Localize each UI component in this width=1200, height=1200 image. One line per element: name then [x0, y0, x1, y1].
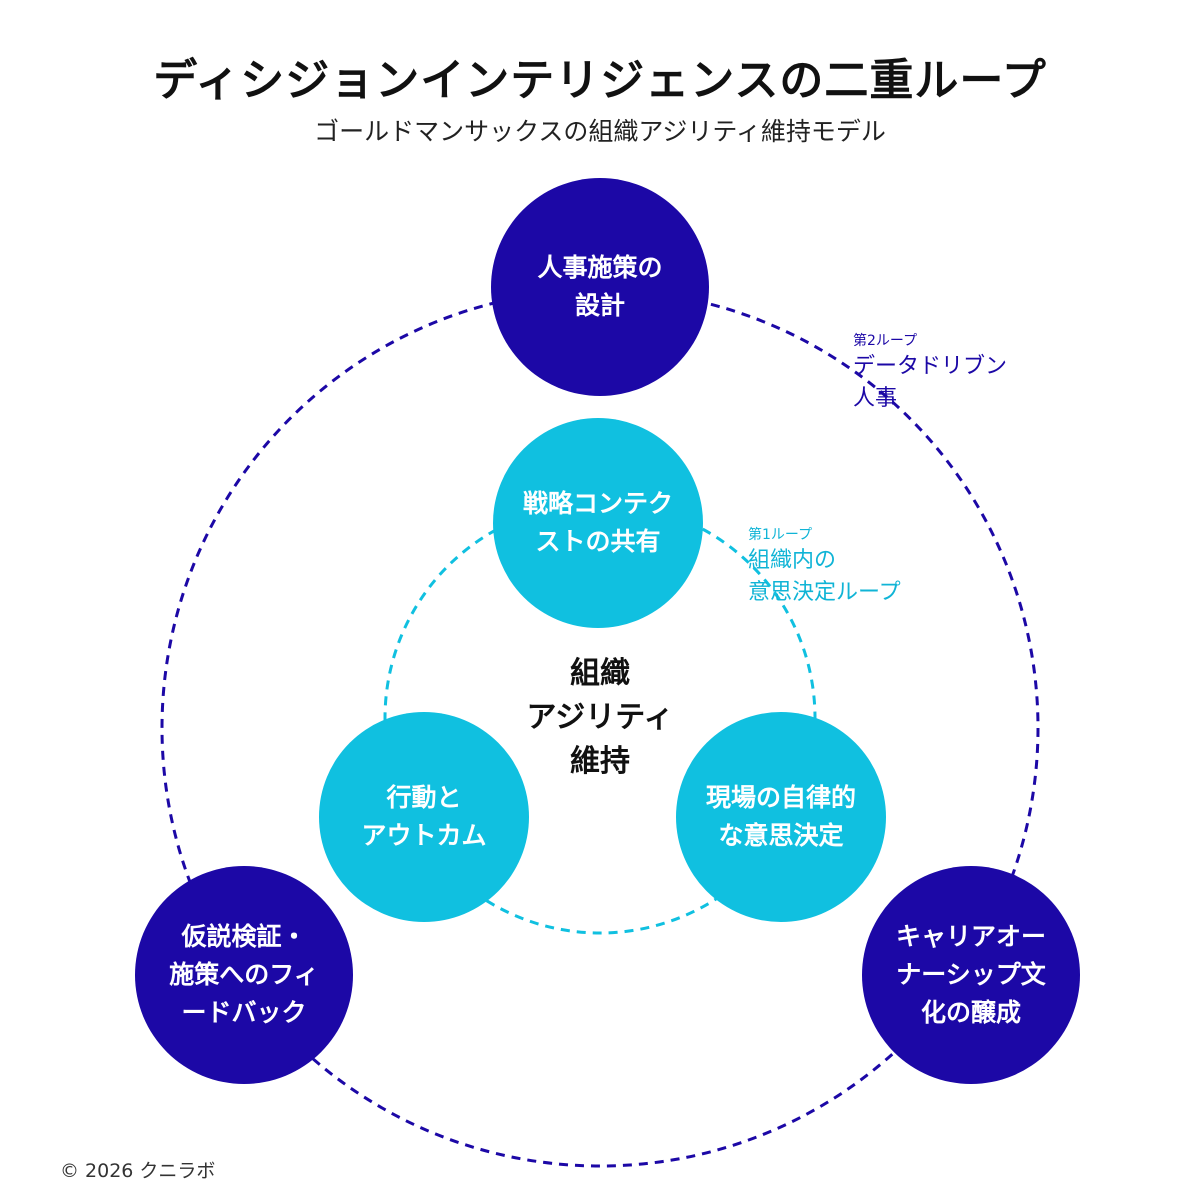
center-label: 組織 アジリティ 維持	[500, 652, 700, 784]
node-label-line: アウトカム	[361, 821, 487, 850]
node-label-line: ナーシップ文	[896, 960, 1046, 989]
node-label-line: 現場の自律的	[705, 783, 856, 812]
node-label-line: 戦略コンテク	[522, 489, 673, 518]
outer-loop-label: 第2ループ データドリブン 人事	[853, 331, 1007, 415]
copyright-footer: © 2026 クニラボ	[60, 1160, 216, 1182]
outer-node-hypothesis-feedback: 仮説検証・ 施策へのフィ ードバック	[135, 866, 353, 1084]
node-label-line: 行動と	[386, 783, 462, 812]
outer-node-career-ownership: キャリアオー ナーシップ文 化の醸成	[862, 866, 1080, 1084]
center-label-line: 維持	[570, 744, 630, 779]
node-label-line: ードバック	[181, 998, 307, 1027]
inner-node-action-outcome: 行動と アウトカム	[319, 712, 529, 922]
outer-node-hr-policy-design: 人事施策の 設計	[491, 178, 709, 396]
inner-loop-name-line: 組織内の	[748, 548, 837, 573]
inner-node-strategy-context: 戦略コンテク ストの共有	[493, 418, 703, 628]
outer-loop-name-line: データドリブン	[853, 354, 1008, 379]
outer-loop-ring	[160, 288, 1040, 1168]
node-label-line: ストの共有	[535, 527, 661, 556]
node-label-line: 仮説検証・	[181, 922, 307, 951]
inner-loop-name-line: 意思決定ループ	[748, 580, 901, 605]
center-label-line: アジリティ	[526, 700, 674, 735]
center-label-line: 組織	[570, 656, 630, 691]
node-label-line: キャリアオー	[895, 922, 1046, 951]
outer-loop-name-line: 人事	[853, 386, 898, 411]
node-label-line: 人事施策の	[537, 253, 663, 282]
inner-loop-tag: 第1ループ	[748, 527, 813, 543]
node-label-line: 施策へのフィ	[169, 960, 319, 989]
page-subtitle: ゴールドマンサックスの組織アジリティ維持モデル	[314, 117, 886, 146]
node-label-line: 設計	[574, 291, 625, 320]
node-label-line: な意思決定	[718, 821, 844, 850]
inner-node-autonomous-decision: 現場の自律的 な意思決定	[676, 712, 886, 922]
page-title: ディシジョンインテリジェンスの二重ループ	[153, 55, 1047, 106]
inner-loop-label: 第1ループ 組織内の 意思決定ループ	[748, 525, 901, 609]
node-label-line: 化の醸成	[920, 998, 1021, 1027]
outer-loop-tag: 第2ループ	[853, 333, 918, 349]
